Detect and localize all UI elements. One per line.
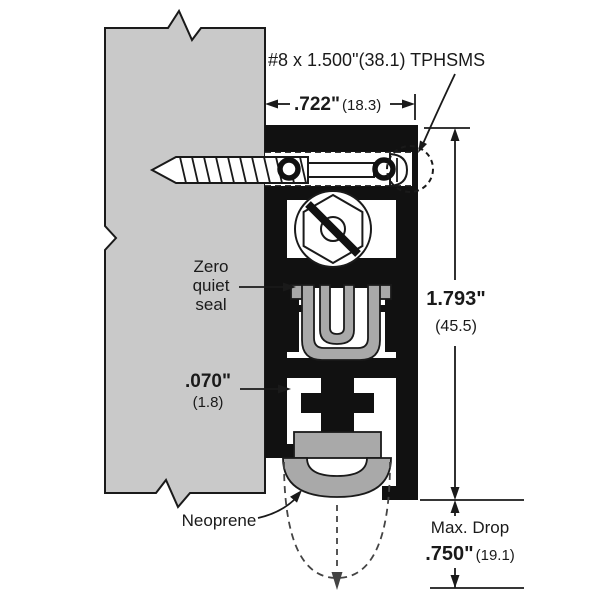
neoprene-arrowhead <box>290 490 302 503</box>
wood-screw <box>149 152 409 188</box>
dim-width: .722"(18.3) <box>264 94 416 120</box>
head-slot <box>305 201 361 257</box>
housing-right-wall <box>396 152 418 500</box>
zero-seal-line2: quiet <box>193 276 230 295</box>
dim-maxdrop-arrow-top <box>450 500 460 513</box>
wall-thickness-metric: (1.8) <box>193 394 224 411</box>
wall-thickness-value: .070" <box>185 371 231 392</box>
dim-maxdrop-arrow-bottom <box>450 575 460 588</box>
quiet-seal <box>290 284 392 361</box>
screw-head-hidden-circle <box>386 145 434 193</box>
screw-spec-text: #8 x 1.500"(38.1) TPHSMS <box>268 50 485 70</box>
dropped-seal-arc <box>283 461 391 579</box>
seal-inner-bulb <box>319 284 355 345</box>
zero-seal-arrowhead <box>283 282 296 292</box>
screw-smooth-shank <box>307 162 375 178</box>
seal-outer-u <box>301 284 381 361</box>
screw-spec-arrowhead <box>418 140 427 153</box>
zero-seal-line3: seal <box>195 295 226 314</box>
dim-height-arrow-top <box>450 128 460 141</box>
dim-maxdrop-text: .750"(19.1) <box>425 543 515 565</box>
dim-height-metric: (45.5) <box>435 318 477 335</box>
hex-screw-head <box>294 190 372 268</box>
housing-right-foot <box>382 486 418 500</box>
housing-top-bar <box>265 125 418 152</box>
door-panel-shape <box>104 8 266 509</box>
slot-bosses <box>277 145 434 193</box>
screw-head <box>389 152 409 188</box>
label-neoprene: Neoprene <box>182 490 302 530</box>
dim-maxdrop-label: Max. Drop <box>431 518 509 537</box>
boss-ring-left <box>277 157 301 181</box>
dim-width-arrow-left <box>265 99 278 109</box>
boss-ring-right <box>372 157 396 181</box>
neoprene-bulb <box>282 457 392 498</box>
dim-height: 1.793" (45.5) <box>420 127 524 501</box>
cross-bar <box>301 393 374 413</box>
dim-max-drop: Max. Drop .750"(19.1) <box>425 500 524 589</box>
drop-bar-assembly <box>282 431 392 498</box>
drop-position <box>283 461 391 590</box>
neoprene-leader <box>257 499 295 519</box>
wall-thickness-arrowhead <box>278 384 291 394</box>
housing-left-wall <box>265 152 287 458</box>
dim-height-arrow-bottom <box>450 487 460 500</box>
seal-retainer-right-tooth-2 <box>377 305 385 312</box>
dim-width-arrow-right <box>402 99 415 109</box>
dim-width-text: .722"(18.3) <box>294 94 381 115</box>
bar-below-seal <box>287 358 397 378</box>
neoprene-text: Neoprene <box>182 511 257 530</box>
label-wall-thickness: .070" (1.8) <box>185 371 291 411</box>
zero-seal-line1: Zero <box>194 257 229 276</box>
door-panel <box>104 8 266 509</box>
seal-retainer-left <box>287 288 299 352</box>
label-screw-spec: #8 x 1.500"(38.1) TPHSMS <box>268 50 485 153</box>
seal-retainer-right <box>385 288 397 352</box>
drop-direction-arrowhead <box>331 572 343 590</box>
screw-spec-leader <box>421 73 456 147</box>
label-zero-seal: Zero quiet seal <box>193 257 296 314</box>
carrier-bar <box>293 431 382 459</box>
dim-height-value: 1.793" <box>426 288 486 310</box>
